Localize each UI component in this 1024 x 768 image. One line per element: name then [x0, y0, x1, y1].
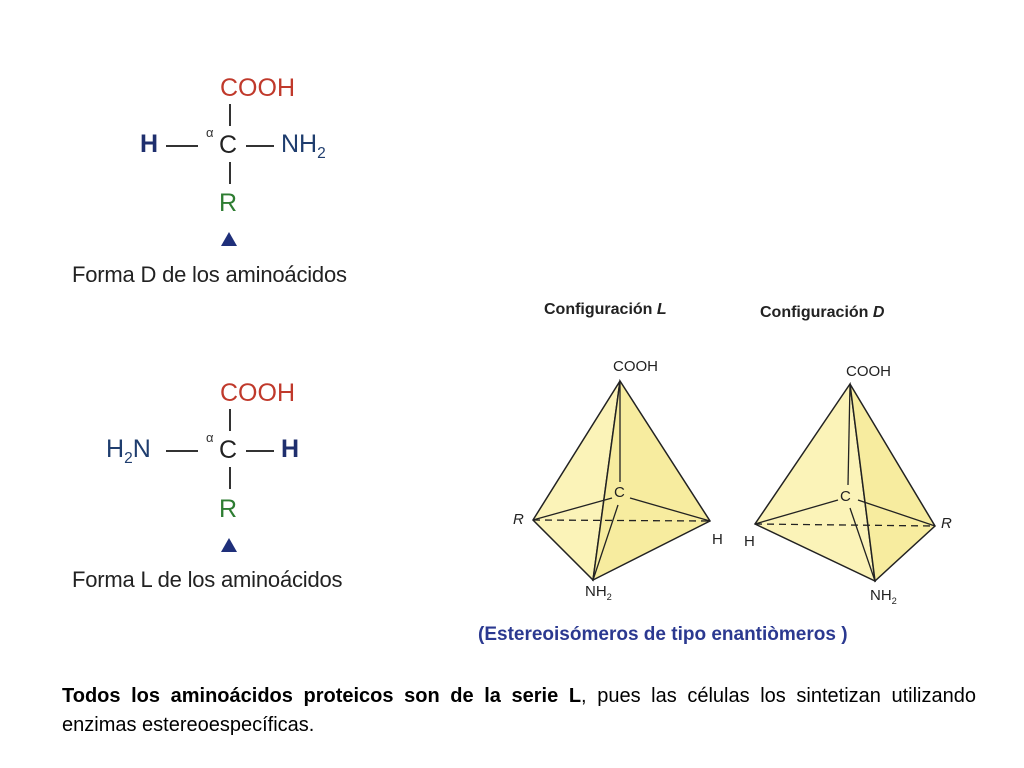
forma-d-bond-top [229, 104, 231, 126]
forma-d-h: H [140, 130, 159, 158]
forma-d-bond-left [166, 145, 198, 147]
tetrahedron-l-bond-nh2 [592, 504, 619, 581]
config-l-nh2: NH2 [585, 583, 612, 602]
config-d-title: Configuración D [760, 304, 885, 321]
tetrahedron-d-bond-r [857, 499, 936, 527]
bottom-paragraph-bold: Todos los aminoácidos proteicos son de l… [62, 685, 582, 707]
forma-l-h: H [281, 435, 300, 463]
forma-l-r: R [219, 495, 238, 523]
forma-l-arrow-icon [221, 538, 237, 552]
bottom-paragraph-rest: , pues las células los sintetizan utiliz… [62, 685, 976, 736]
forma-d-caption: Forma D de los aminoácidos [72, 262, 347, 287]
tetrahedron-d-bond-top [847, 383, 851, 486]
forma-d-nh2: NH2 [281, 130, 326, 163]
config-d-nh2: NH2 [870, 587, 897, 606]
forma-l-alpha: α [206, 430, 214, 445]
config-l-title: Configuración L [544, 301, 667, 318]
tetrahedron-l-face-right [592, 378, 712, 582]
config-l-r: R [513, 511, 524, 528]
config-d-cooh: COOH [846, 363, 891, 380]
config-l-carbon: C [614, 484, 625, 501]
forma-l-cooh: COOH [220, 379, 295, 407]
config-l-cooh: COOH [613, 358, 658, 375]
forma-d-cooh: COOH [220, 74, 295, 102]
config-d-carbon: C [840, 488, 851, 505]
forma-d-arrow-icon [221, 232, 237, 246]
tetrahedron-d-face-right [849, 383, 936, 583]
forma-d-carbon: C [219, 131, 238, 159]
forma-l-bond-left [166, 450, 198, 452]
forma-l-carbon: C [219, 436, 238, 464]
enantiomer-note: (Estereoisómeros de tipo enantiòmeros ) [478, 624, 848, 645]
config-d-r: R [941, 515, 952, 532]
bottom-paragraph: Todos los aminoácidos proteicos son de l… [62, 682, 976, 740]
forma-d-bond-bottom [229, 162, 231, 184]
tetrahedron-l [532, 378, 712, 582]
tetrahedron-d [753, 381, 936, 583]
forma-l-h2n: H2N [106, 435, 151, 468]
forma-d-bond-right [246, 145, 274, 147]
tetrahedron-l-bond-r [532, 497, 613, 521]
forma-l-bond-right [246, 450, 274, 452]
tetrahedron-d-bond-h [754, 499, 839, 525]
config-d-h: H [744, 533, 755, 550]
forma-d-alpha: α [206, 125, 214, 140]
forma-l-bond-top [229, 409, 231, 431]
tetrahedron-d-hidden-edge [754, 523, 936, 527]
tetrahedron-d-bond-nh2 [849, 507, 876, 582]
config-l-h: H [712, 531, 723, 548]
forma-d-r: R [219, 189, 238, 217]
forma-l-bond-bottom [229, 467, 231, 489]
tetrahedron-l-hidden-edge [532, 519, 711, 522]
tetrahedron-l-bond-h [629, 497, 711, 522]
forma-l-caption: Forma L de los aminoácidos [72, 567, 343, 592]
